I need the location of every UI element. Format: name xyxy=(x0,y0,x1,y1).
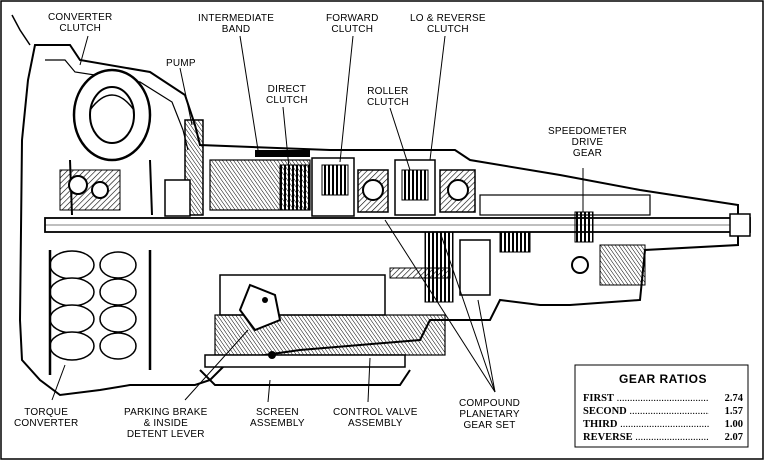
label-line: CLUTCH xyxy=(331,24,374,35)
label-forward-clutch: FORWARD CLUTCH xyxy=(326,13,379,35)
label-line: CLUTCH xyxy=(266,95,308,106)
gear-ratio-row: FIRST 2.74 xyxy=(583,392,743,405)
output-section xyxy=(479,194,651,286)
label-line: GEAR xyxy=(572,148,603,159)
gear-ratio-row: SECOND 1.57 xyxy=(583,405,743,418)
leader-lines xyxy=(51,35,584,403)
planetary-gear-set xyxy=(389,231,491,303)
label-line: LO & REVERSE xyxy=(410,13,486,24)
label-line: DIRECT xyxy=(267,84,307,95)
label-line: & INSIDE xyxy=(143,418,188,429)
label-roller-clutch: ROLLER CLUTCH xyxy=(367,86,409,108)
label-line: CLUTCH xyxy=(427,24,469,35)
gear-ratios-table: GEAR RATIOS FIRST 2.74 SECOND 1.57 THIRD… xyxy=(583,372,743,444)
label-screen-assembly: SCREEN ASSEMBLY xyxy=(250,407,305,429)
forward-clutch-assembly xyxy=(311,157,355,217)
intermediate-band-assembly xyxy=(209,150,311,211)
label-line: CLUTCH xyxy=(59,23,102,34)
label-line: GEAR SET xyxy=(463,420,516,431)
label-parking-brake: PARKING BRAKE & INSIDE DETENT LEVER xyxy=(124,407,208,440)
label-line: ROLLER xyxy=(367,86,409,97)
torque-converter-assembly xyxy=(48,68,153,375)
label-line: PLANETARY xyxy=(459,409,520,420)
valve-body xyxy=(199,274,446,386)
label-line: ASSEMBLY xyxy=(347,418,403,429)
gear-ratio-name: REVERSE xyxy=(583,431,709,444)
label-line: CONVERTER xyxy=(14,418,79,429)
gear-ratio-value: 2.74 xyxy=(724,393,743,404)
gear-ratio-value: 1.00 xyxy=(724,419,743,430)
label-torque-converter: TORQUE CONVERTER xyxy=(14,407,78,429)
label-line: PUMP xyxy=(166,58,196,69)
label-compound-planetary-gear-set: COMPOUND PLANETARY GEAR SET xyxy=(459,398,520,431)
label-line: CLUTCH xyxy=(367,97,409,108)
label-direct-clutch: DIRECT CLUTCH xyxy=(266,84,308,106)
label-line: SCREEN xyxy=(255,407,299,418)
label-line: CONTROL VALVE xyxy=(333,407,418,418)
gear-ratio-value: 2.07 xyxy=(724,432,743,443)
gear-ratio-name: SECOND xyxy=(583,405,709,418)
label-line: BAND xyxy=(221,24,251,35)
roller-clutch-assembly xyxy=(357,169,389,213)
gear-ratios-title: GEAR RATIOS xyxy=(619,372,707,386)
label-line: SPEEDOMETER xyxy=(548,126,627,137)
label-line: DETENT LEVER xyxy=(126,429,205,440)
label-line: TORQUE xyxy=(24,407,69,418)
gear-ratio-name: FIRST xyxy=(583,392,709,405)
label-line: COMPOUND xyxy=(459,398,521,409)
label-lo-reverse-clutch: LO & REVERSE CLUTCH xyxy=(410,13,486,35)
gear-ratio-name: THIRD xyxy=(583,418,709,431)
label-line: FORWARD xyxy=(326,13,379,24)
main-shaft xyxy=(44,213,751,237)
label-pump: PUMP xyxy=(166,58,196,69)
gear-ratio-row: THIRD 1.00 xyxy=(583,418,743,431)
label-line: DRIVE xyxy=(571,137,604,148)
label-line: CONVERTER xyxy=(48,12,113,23)
label-converter-clutch: CONVERTER CLUTCH xyxy=(48,12,112,34)
lo-reverse-clutch-assembly xyxy=(394,159,476,216)
pump-assembly xyxy=(164,119,204,217)
label-line: PARKING BRAKE xyxy=(124,407,208,418)
label-speedometer-drive-gear: SPEEDOMETER DRIVE GEAR xyxy=(548,126,627,159)
gear-ratio-row: REVERSE 2.07 xyxy=(583,431,743,444)
label-control-valve-assembly: CONTROL VALVE ASSEMBLY xyxy=(333,407,418,429)
label-line: INTERMEDIATE xyxy=(198,13,275,24)
label-line: ASSEMBLY xyxy=(250,418,305,429)
gear-ratio-value: 1.57 xyxy=(724,406,743,417)
label-intermediate-band: INTERMEDIATE BAND xyxy=(198,13,274,35)
